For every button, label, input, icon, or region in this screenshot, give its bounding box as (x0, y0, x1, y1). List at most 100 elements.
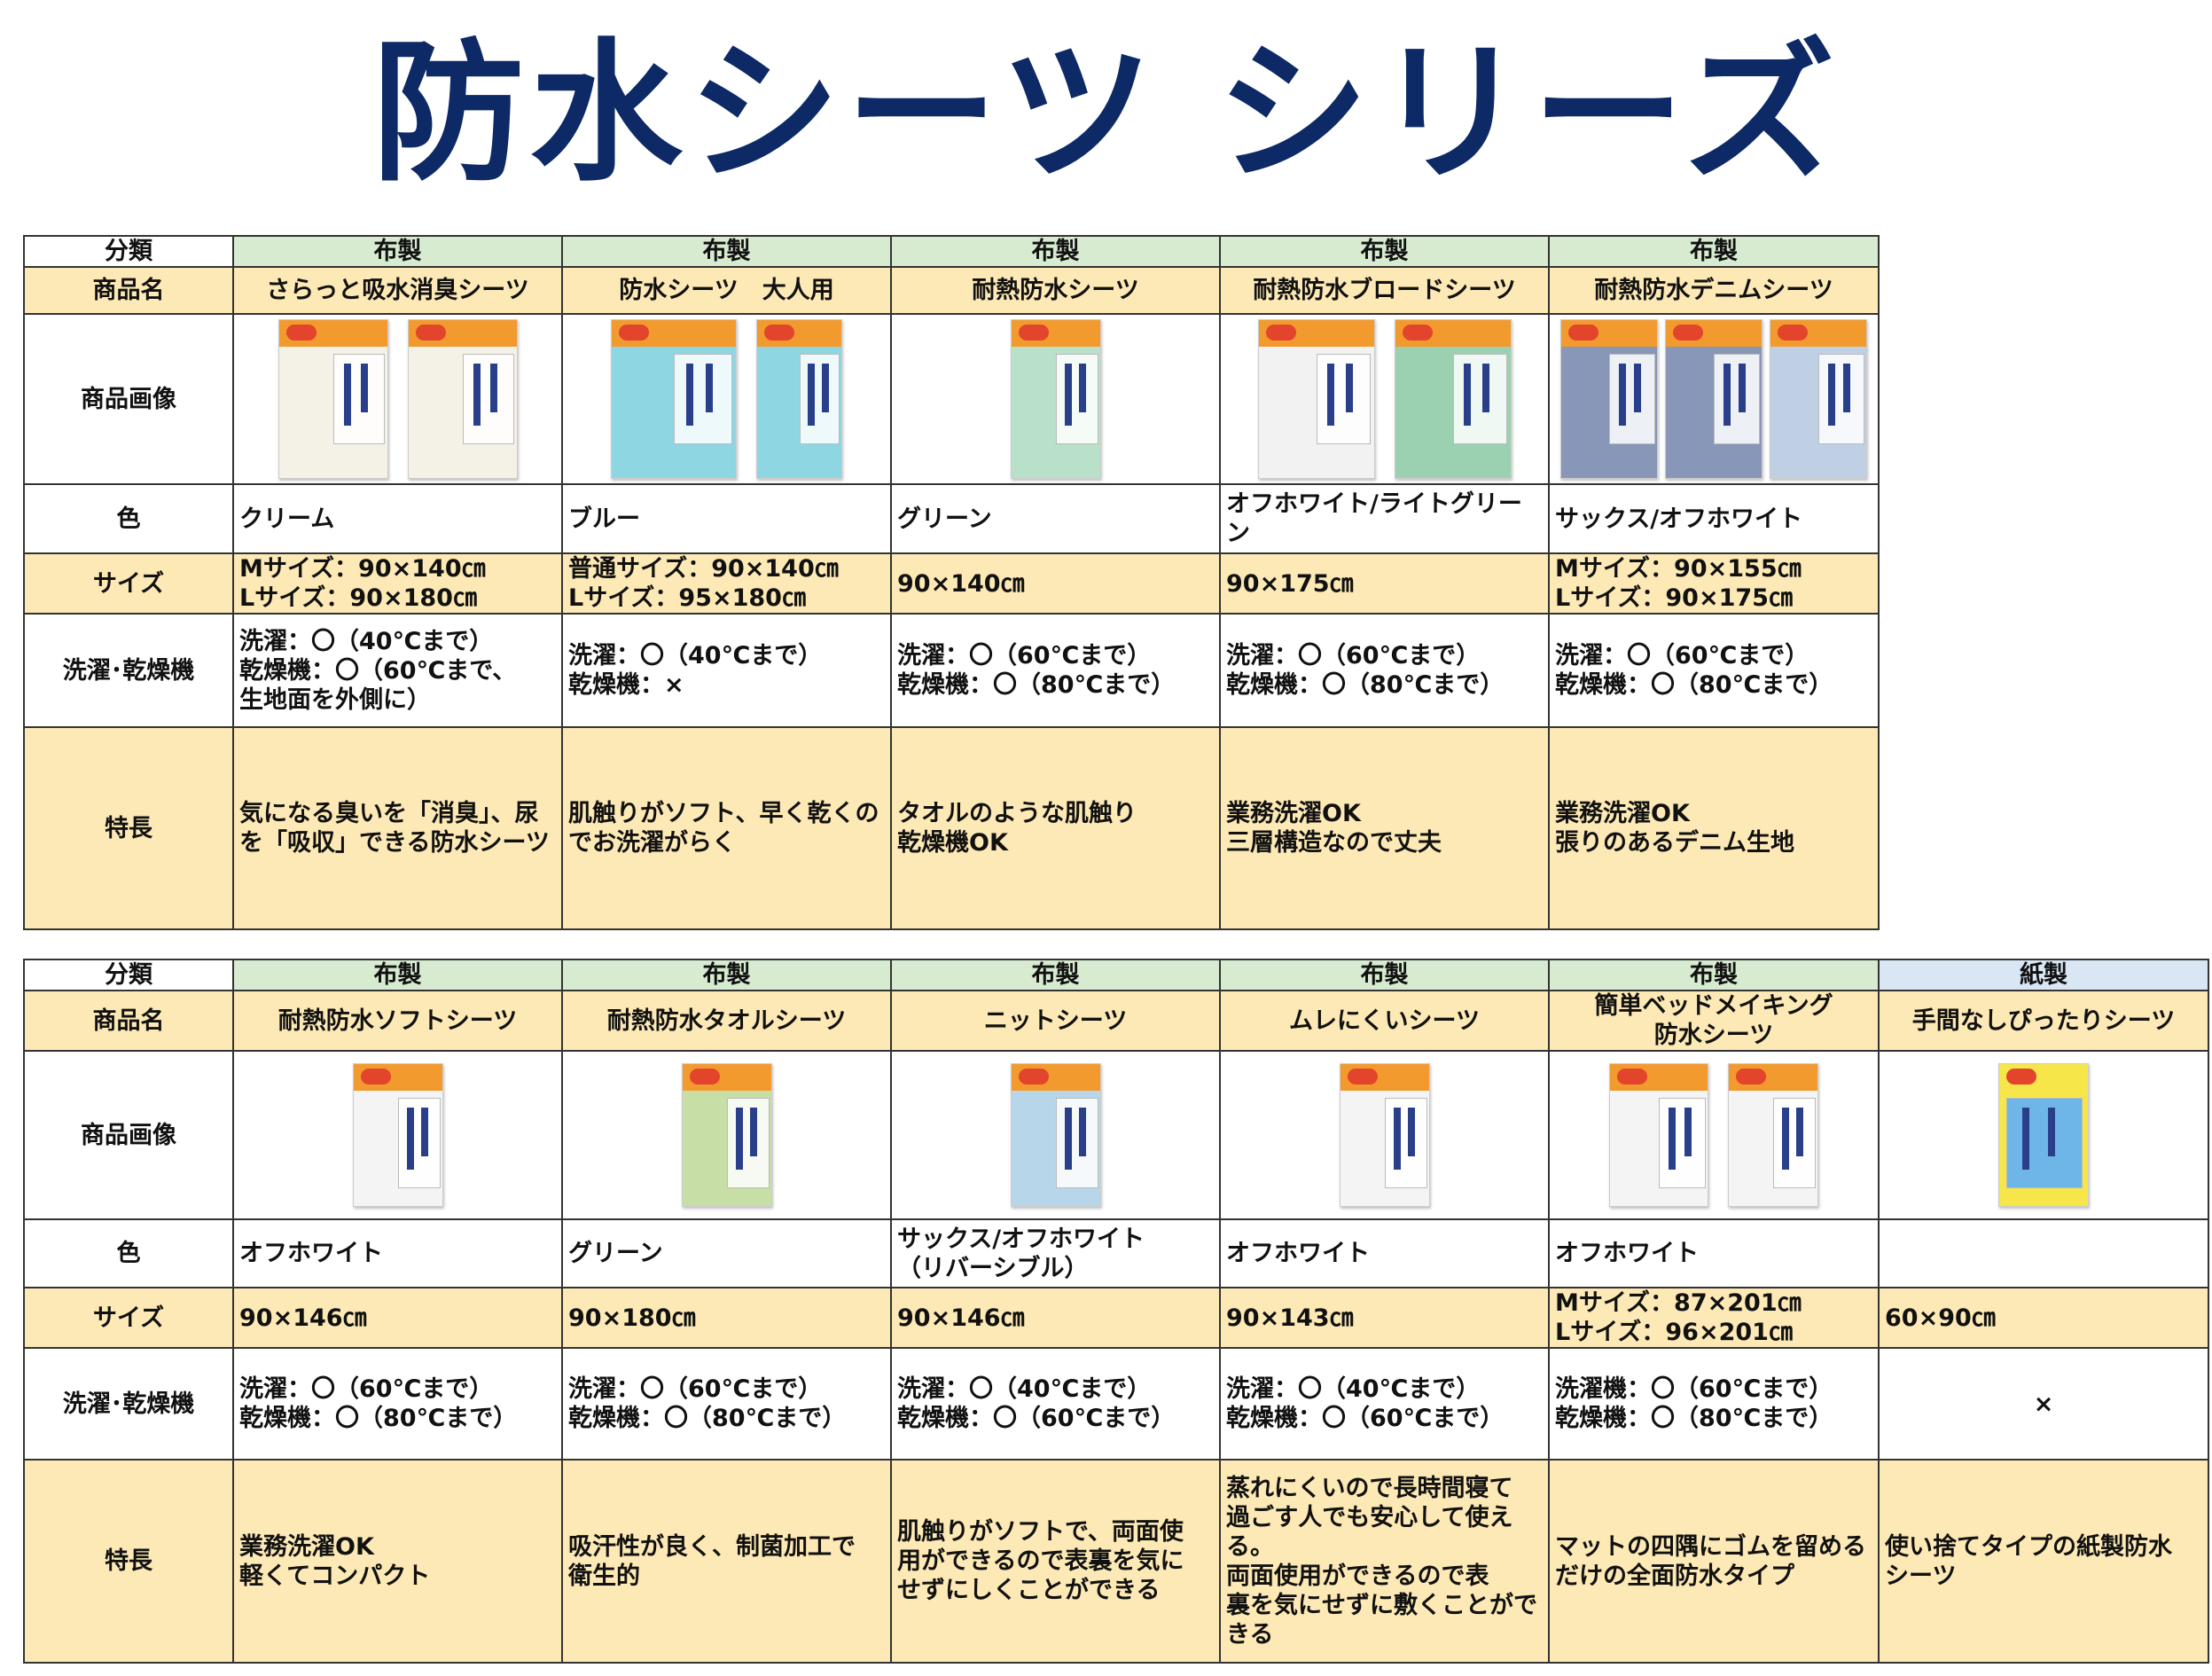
product-size: 90×140㎝ (890, 552, 1221, 615)
product-wash: 洗濯：〇（60℃まで） 乾燥機：〇（80℃まで） (561, 1347, 892, 1461)
product-size: 90×180㎝ (561, 1287, 892, 1349)
product-image-cell (1878, 1050, 2209, 1220)
product-color: グリーン (890, 483, 1221, 554)
product-size: 90×146㎝ (232, 1287, 563, 1349)
product-feature: 使い捨てタイプの紙製防水 シーツ (1878, 1459, 2209, 1664)
sheet-package-icon (352, 1063, 443, 1207)
category-cell: 布製 (1219, 959, 1550, 991)
sheet-package-icon (1998, 1063, 2089, 1207)
product-image-cell (890, 313, 1221, 485)
product-image-cell (561, 313, 892, 485)
product-feature: 気になる臭いを「消臭」、尿 を「吸収」できる防水シーツ (232, 726, 563, 930)
row-header-wash: 洗濯･乾燥機 (23, 1347, 234, 1461)
row-header-image: 商品画像 (23, 313, 234, 485)
product-color (1878, 1218, 2209, 1288)
product-name: ムレにくいシーツ (1219, 990, 1550, 1052)
sheet-package-icon (1339, 1063, 1430, 1207)
product-feature: 業務洗濯OK 三層構造なので丈夫 (1219, 726, 1550, 930)
product-image-cell (1219, 1050, 1550, 1220)
product-feature: マットの四隅にゴムを留める だけの全面防水タイプ (1548, 1459, 1880, 1664)
sheet-package-icon (1665, 319, 1763, 479)
product-name: 防水シーツ 大人用 (561, 266, 892, 315)
product-wash: 洗濯：〇（60℃まで） 乾燥機：〇（80℃まで） (1219, 613, 1550, 728)
sheet-package-icon (756, 319, 842, 479)
product-color: オフホワイト (1548, 1218, 1880, 1288)
sheet-package-icon (1770, 319, 1867, 479)
row-header-size: サイズ (23, 552, 234, 615)
product-name: さらっと吸水消臭シーツ (232, 266, 563, 315)
product-table-2: 分類 布製 布製 布製 布製 布製 紙製 商品名 耐熱防水ソフトシーツ 耐熱防水… (23, 959, 2209, 1664)
category-cell: 布製 (232, 959, 563, 991)
product-size: Mサイズ：87×201㎝ Lサイズ：96×201㎝ (1548, 1287, 1880, 1349)
product-size: 90×143㎝ (1219, 1287, 1550, 1349)
product-color: クリーム (232, 483, 563, 554)
product-image-cell (232, 1050, 563, 1220)
row-header-image: 商品画像 (23, 1050, 234, 1220)
category-cell: 布製 (890, 235, 1221, 268)
category-cell: 布製 (1219, 235, 1550, 268)
product-name: 耐熱防水デニムシーツ (1548, 266, 1880, 315)
sheet-package-icon (1609, 1063, 1708, 1207)
sheet-package-icon (611, 319, 737, 479)
sheet-package-icon (1257, 319, 1375, 479)
row-header-name: 商品名 (23, 266, 234, 315)
product-name: 耐熱防水シーツ (890, 266, 1221, 315)
row-header-feature: 特長 (23, 726, 234, 930)
product-feature: 肌触りがソフト、早く乾くの でお洗濯がらく (561, 726, 892, 930)
category-cell: 布製 (232, 235, 563, 268)
category-cell: 布製 (561, 959, 892, 991)
product-wash: 洗濯：〇（40℃まで） 乾燥機：× (561, 613, 892, 728)
sheet-package-icon (277, 319, 388, 479)
product-name: ニットシーツ (890, 990, 1221, 1052)
product-wash: 洗濯：〇（40℃まで） 乾燥機：〇（60℃まで、 生地面を外側に） (232, 613, 563, 728)
product-feature: 蒸れにくいので長時間寝て 過ごす人でも安心して使え る。 両面使用ができるので表… (1219, 1459, 1550, 1664)
sheet-package-icon (681, 1063, 772, 1207)
row-header-feature: 特長 (23, 1459, 234, 1664)
product-image-cell (890, 1050, 1221, 1220)
category-cell: 布製 (1548, 959, 1880, 991)
sheet-package-icon (1560, 319, 1658, 479)
product-image-cell (1548, 1050, 1880, 1220)
page-title: 防水シーツ シリーズ (371, 24, 1841, 202)
product-color: オフホワイト (232, 1218, 563, 1288)
product-name: 耐熱防水ソフトシーツ (232, 990, 563, 1052)
sheet-package-icon (1394, 319, 1512, 479)
product-name: 手間なしぴったりシーツ (1878, 990, 2209, 1052)
row-header-color: 色 (23, 1218, 234, 1288)
row-header-color: 色 (23, 483, 234, 554)
product-color: サックス/オフホワイト （リバーシブル） (890, 1218, 1221, 1288)
product-feature: 肌触りがソフトで、両面使 用ができるので表裏を気に せずにしくことができる (890, 1459, 1221, 1664)
product-image-cell (1219, 313, 1550, 485)
product-feature: 吸汗性が良く、制菌加工で 衛生的 (561, 1459, 892, 1664)
product-color: オフホワイト/ライトグリーン (1219, 483, 1550, 554)
sheet-package-icon (1010, 319, 1101, 479)
category-cell: 布製 (561, 235, 892, 268)
row-header-category: 分類 (23, 235, 234, 268)
sheet-package-icon (1728, 1063, 1818, 1207)
row-header-category: 分類 (23, 959, 234, 991)
product-wash: 洗濯：〇（40℃まで） 乾燥機：〇（60℃まで） (890, 1347, 1221, 1461)
category-cell: 布製 (890, 959, 1221, 991)
row-header-wash: 洗濯･乾燥機 (23, 613, 234, 728)
product-feature: 業務洗濯OK 張りのあるデニム生地 (1548, 726, 1880, 930)
product-image-cell (232, 313, 563, 485)
product-name: 耐熱防水ブロードシーツ (1219, 266, 1550, 315)
product-size: 60×90㎝ (1878, 1287, 2209, 1349)
row-header-name: 商品名 (23, 990, 234, 1052)
product-wash: × (1878, 1347, 2209, 1461)
product-wash: 洗濯：〇（60℃まで） 乾燥機：〇（80℃まで） (1548, 613, 1880, 728)
product-table-1: 分類 布製 布製 布製 布製 布製 商品名 さらっと吸水消臭シーツ 防水シーツ … (23, 235, 1880, 930)
product-wash: 洗濯：〇（40℃まで） 乾燥機：〇（60℃まで） (1219, 1347, 1550, 1461)
product-size: Mサイズ：90×155㎝ Lサイズ：90×175㎝ (1548, 552, 1880, 615)
product-wash: 洗濯：〇（60℃まで） 乾燥機：〇（80℃まで） (890, 613, 1221, 728)
product-color: ブルー (561, 483, 892, 554)
product-image-cell (561, 1050, 892, 1220)
product-wash: 洗濯：〇（60℃まで） 乾燥機：〇（80℃まで） (232, 1347, 563, 1461)
product-size: 普通サイズ：90×140㎝ Lサイズ：95×180㎝ (561, 552, 892, 615)
category-cell: 紙製 (1878, 959, 2209, 991)
product-name: 簡単ベッドメイキング 防水シーツ (1548, 990, 1880, 1052)
row-header-size: サイズ (23, 1287, 234, 1349)
sheet-package-icon (1010, 1063, 1101, 1207)
product-size: 90×146㎝ (890, 1287, 1221, 1349)
category-cell: 布製 (1548, 235, 1880, 268)
